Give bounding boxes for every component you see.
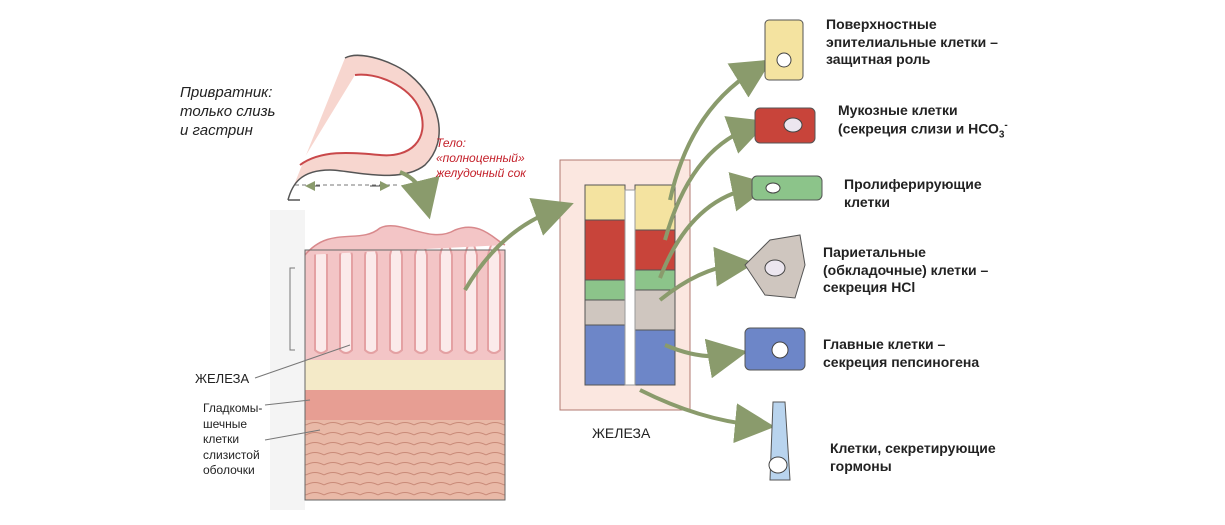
- gland-left-label: ЖЕЛЕЗА: [195, 371, 250, 386]
- mucous-cells-label: Мукозные клетки (секреция слизи и НСО3-: [838, 102, 1008, 140]
- parietal-cells-label: Париетальные (обкладочные) клетки – секр…: [823, 244, 989, 295]
- chief-cell: [744, 327, 806, 371]
- flow-arrows: [399, 59, 775, 444]
- surface-cells-label: Поверхностные эпителиальные клетки – защ…: [826, 16, 998, 67]
- smooth-muscle-label: Гладкомы- шечные клетки слизистой оболоч…: [203, 401, 263, 478]
- pylorus-label: Привратник: только слизь и гастрин: [180, 84, 276, 139]
- proliferating-cells-label: Пролиферирующие клетки: [844, 176, 982, 210]
- mucous-cell: [754, 107, 816, 144]
- gland-center-label: ЖЕЛЕЗА: [592, 425, 651, 441]
- gland-panel: [559, 159, 691, 411]
- chief-cells-label: Главные клетки – секреция пепсиногена: [823, 336, 980, 370]
- stomach-outline: [287, 54, 440, 201]
- parietal-cell: [744, 234, 806, 299]
- tissue-block: [254, 210, 506, 510]
- hormone-secreting-cell: [768, 401, 791, 481]
- hormone-cells-label: Клетки, секретирующие гормоны: [830, 440, 996, 474]
- proliferating-cell: [751, 175, 823, 201]
- surface-epithelial-cell: [764, 19, 804, 81]
- body-label: Тело: «полноценный» желудочный сок: [436, 136, 526, 180]
